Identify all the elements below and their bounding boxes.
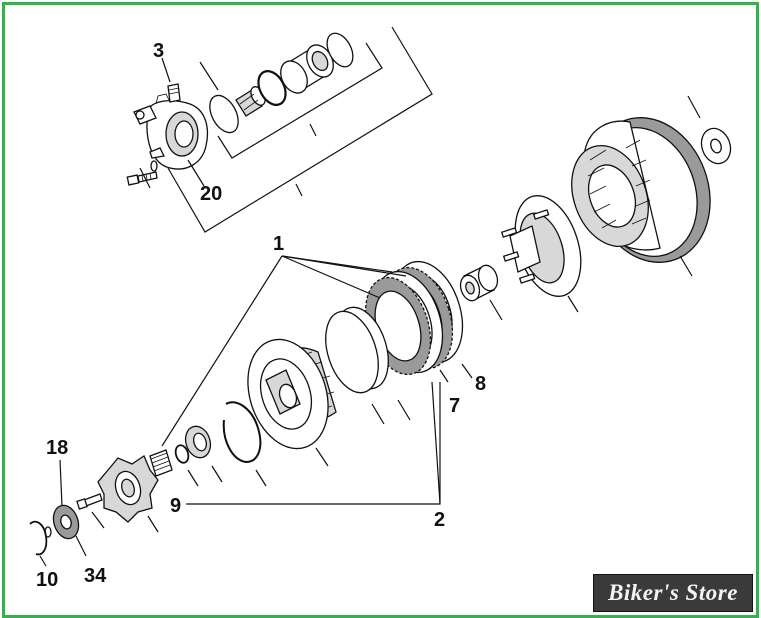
callout-9: 9 <box>170 495 181 517</box>
bleeder-screw <box>167 83 181 103</box>
leader-line <box>295 183 303 197</box>
small-snap-ring <box>174 444 190 464</box>
leader-line <box>315 447 329 467</box>
pressure-plate <box>500 195 582 313</box>
bracket-line <box>217 42 383 159</box>
clutch-hub <box>247 338 337 467</box>
callout-3: 3 <box>153 40 164 62</box>
o-ring <box>209 94 239 134</box>
retaining-ring <box>222 401 262 464</box>
mounting-bolt <box>126 171 158 186</box>
callout-leaders <box>39 255 473 567</box>
callout-7: 7 <box>449 395 460 417</box>
watermark-text: Biker's Store <box>608 580 738 605</box>
diaphragm-spring <box>149 449 173 477</box>
leader-line <box>397 399 411 421</box>
leader-line <box>147 515 159 533</box>
release-piston <box>280 44 334 94</box>
leader-line <box>187 159 205 187</box>
release-assembly-group <box>126 26 433 233</box>
clutch-shell <box>571 95 711 277</box>
spacer-bushing <box>459 264 503 321</box>
leader-line <box>199 61 219 91</box>
clutch-plate-stack <box>364 260 464 376</box>
adjuster-screw <box>76 493 105 529</box>
leader-line <box>91 511 105 529</box>
seal-ring <box>326 32 354 68</box>
callout-2: 2 <box>434 509 445 531</box>
hub-nut <box>184 425 223 483</box>
callout-34: 34 <box>84 565 107 587</box>
outer-retaining-ring <box>29 520 48 556</box>
leader-line <box>679 255 693 277</box>
callout-1: 1 <box>273 233 284 255</box>
leader-line <box>255 469 267 487</box>
callout-18: 18 <box>46 437 68 459</box>
leader-line <box>687 95 701 119</box>
callout-20: 20 <box>200 183 222 205</box>
leader-line <box>187 469 199 487</box>
leader-line <box>309 123 317 137</box>
callout-10: 10 <box>36 569 58 591</box>
thrust-washer <box>700 127 732 165</box>
callout-8: 8 <box>475 373 486 395</box>
leader-line <box>211 465 223 483</box>
small-washer <box>150 160 158 172</box>
bracket-line <box>167 26 433 233</box>
leader-line <box>567 295 579 313</box>
leader-line <box>161 57 171 83</box>
release-cover <box>133 93 209 170</box>
leader-line <box>139 167 151 189</box>
leader-line <box>371 403 385 425</box>
watermark-badge: Biker's Store <box>593 574 753 612</box>
leader-line <box>489 299 503 321</box>
spring-ring <box>325 310 379 394</box>
adjuster-disc <box>52 504 80 540</box>
adjuster-plate <box>97 455 159 533</box>
